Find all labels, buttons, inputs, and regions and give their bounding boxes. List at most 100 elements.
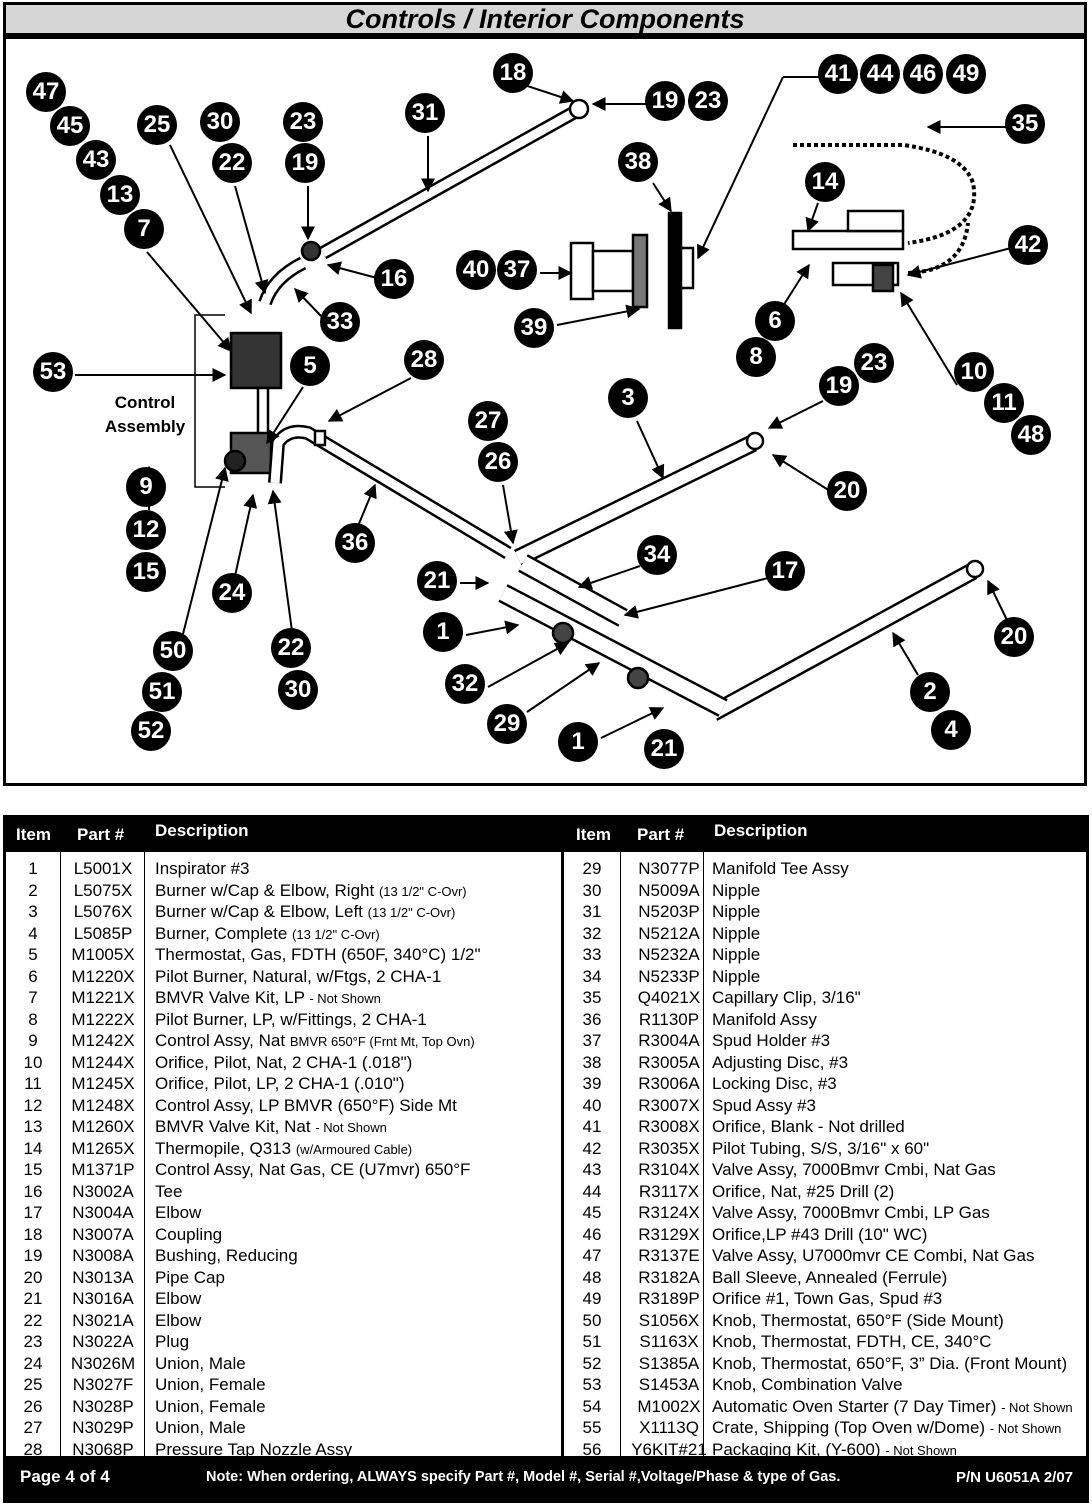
part-description: Burner w/Cap & Elbow, Left (13 1/2" C-Ov…: [155, 901, 455, 924]
callout-badge: 40: [456, 250, 496, 290]
callout-badge: 32: [445, 664, 485, 704]
callout-badge: 22: [212, 143, 252, 183]
part-number: R3008X: [638, 1117, 700, 1136]
description-text: Crate, Shipping (Top Oven w/Dome): [712, 1418, 986, 1437]
part-description: Burner w/Cap & Elbow, Right (13 1/2" C-O…: [155, 880, 467, 903]
part-description: Orifice, Pilot, Nat, 2 CHA-1 (.018"): [155, 1052, 412, 1074]
item-number: 16: [23, 1181, 43, 1201]
part-description: Pipe Cap: [155, 1267, 225, 1289]
part-number: N3028P: [72, 1396, 134, 1416]
item-number: 56: [582, 1439, 602, 1459]
item-number: 51: [582, 1332, 602, 1351]
callout-badge: 42: [1008, 225, 1048, 265]
callout-badge: 28: [404, 340, 444, 380]
description-text: Valve Assy, 7000Bmvr Cmbi, Nat Gas: [712, 1160, 996, 1179]
description-text: Orifice #1, Town Gas, Spud #3: [712, 1289, 943, 1308]
item-number: 48: [582, 1267, 602, 1287]
part-description: Control Assy, LP BMVR (650°F) Side Mt: [155, 1095, 457, 1117]
part-number: R3129X: [638, 1224, 700, 1244]
item-number: 45: [582, 1203, 602, 1222]
part-description: BMVR Valve Kit, LP - Not Shown: [155, 987, 381, 1010]
part-number: R3117X: [638, 1181, 700, 1201]
item-number: 46: [582, 1224, 602, 1244]
callout-badge: 7: [124, 209, 164, 249]
part-description: Union, Male: [155, 1353, 246, 1375]
callout-badge: 16: [374, 259, 414, 299]
page-number: Page 4 of 4: [20, 1467, 110, 1486]
part-number: R3007X: [638, 1095, 700, 1115]
description-text: Elbow: [155, 1203, 202, 1222]
part-description: Nipple: [712, 880, 760, 902]
item-number: 29: [582, 859, 602, 878]
description-text: Coupling: [155, 1224, 223, 1244]
header-part-right: Part #: [637, 825, 685, 844]
item-number: 4: [28, 923, 38, 943]
part-number: M1371P: [71, 1160, 135, 1179]
part-number: M1244X: [71, 1052, 135, 1072]
callout-badge: 52: [131, 711, 171, 751]
table-footer: Page 4 of 4 Note: When ordering, ALWAYS …: [6, 1456, 1086, 1500]
description-note: BMVR 650°F (Frnt Mt, Top Ovn): [289, 1034, 475, 1049]
description-text: Union, Male: [155, 1353, 246, 1373]
part-description: Valve Assy, 7000Bmvr Cmbi, Nat Gas: [712, 1159, 996, 1181]
callout-badge: 44: [860, 54, 900, 94]
description-text: Pilot Burner, LP, w/Fittings, 2 CHA-1: [155, 1009, 427, 1029]
part-number: M1242X: [71, 1031, 135, 1050]
description-text: Knob, Combination Valve: [712, 1375, 903, 1394]
item-number: 14: [23, 1138, 43, 1158]
part-description: Nipple: [712, 966, 760, 988]
description-text: Control Assy, Nat: [155, 1031, 286, 1050]
header-description-right: Description: [714, 821, 808, 840]
part-description: Burner, Complete (13 1/2" C-Ovr): [155, 923, 380, 946]
item-number: 10: [23, 1052, 43, 1072]
item-number: 47: [582, 1246, 602, 1265]
description-note: (13 1/2" C-Ovr): [367, 905, 456, 920]
part-description: Tee: [155, 1181, 182, 1203]
description-text: Union, Female: [155, 1396, 266, 1416]
description-text: Tee: [155, 1181, 183, 1201]
item-number: 32: [582, 923, 602, 943]
callout-badge: 18: [493, 53, 533, 93]
callout-badge: 24: [212, 573, 252, 613]
part-number: L5075X: [73, 880, 133, 900]
callout-badge: 19: [819, 366, 859, 406]
part-number: M1260X: [71, 1117, 135, 1136]
part-description: Manifold Tee Assy: [712, 858, 849, 880]
part-number: R3035X: [638, 1138, 700, 1158]
part-number: N3007A: [72, 1224, 134, 1244]
description-text: Valve Assy, 7000Bmvr Cmbi, LP Gas: [712, 1203, 990, 1222]
part-description: Ball Sleeve, Annealed (Ferrule): [712, 1267, 947, 1289]
control-assembly-label: Control Assembly: [100, 391, 190, 439]
item-number: 8: [28, 1009, 38, 1029]
part-description: Thermostat, Gas, FDTH (650F, 340°C) 1/2": [155, 944, 481, 966]
item-number: 53: [582, 1375, 602, 1394]
part-number: M1005X: [71, 945, 135, 964]
part-description: Union, Female: [155, 1374, 266, 1396]
item-number: 36: [582, 1009, 602, 1029]
column-divider: [561, 852, 564, 1456]
part-number: N3029P: [72, 1418, 134, 1437]
callout-badge: 9: [126, 467, 166, 507]
description-text: Bushing, Reducing: [155, 1246, 298, 1265]
item-number: 38: [582, 1052, 602, 1072]
parts-drawing: [75, 75, 1012, 739]
description-text: Nipple: [712, 880, 761, 900]
part-number: Y6KIT#21: [631, 1439, 707, 1459]
part-number: S1163X: [639, 1332, 699, 1351]
callout-badge: 12: [126, 510, 166, 550]
control-assembly-label-line1: Control: [114, 393, 176, 412]
description-note: - Not Shown: [989, 1421, 1062, 1436]
